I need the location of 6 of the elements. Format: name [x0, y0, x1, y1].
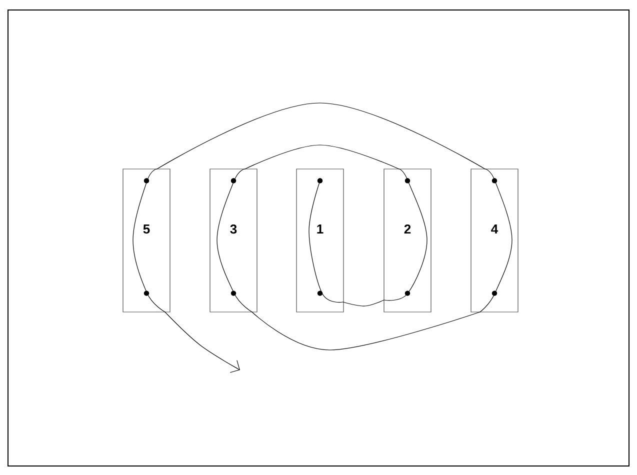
numbered-box: 4 — [470, 168, 518, 312]
numbered-box: 3 — [210, 168, 258, 312]
numbered-box: 5 — [122, 168, 170, 312]
numbered-box: 1 — [296, 168, 344, 312]
curve-arrow — [164, 312, 240, 373]
numbered-box: 2 — [384, 168, 432, 312]
